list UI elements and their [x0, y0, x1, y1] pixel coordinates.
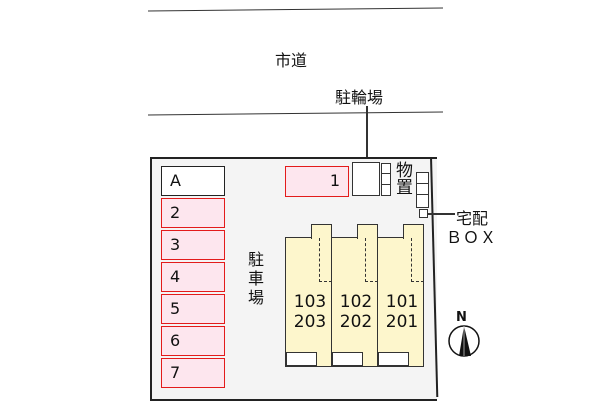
unit-102-dash	[365, 238, 378, 282]
storage-label: 物置	[396, 161, 413, 198]
unit-label-203: 203	[293, 312, 327, 332]
unit-label-102: 102	[339, 292, 373, 312]
parking-space-2: 2	[161, 198, 225, 228]
unit-label-101: 101	[385, 292, 419, 312]
delivery-box-leader	[428, 213, 455, 215]
unit-101-201	[377, 237, 424, 367]
parking-space-5: 5	[161, 294, 225, 324]
unit-label-202: 202	[339, 312, 373, 332]
unit-101-201-entry	[403, 224, 424, 239]
unit-label-103: 103	[293, 292, 327, 312]
parking-space-7: 7	[161, 358, 225, 388]
parking-space-3: 3	[161, 230, 225, 260]
unit-102-202	[331, 237, 378, 367]
road-edge-top	[148, 7, 443, 12]
bicycle-parking-leader	[366, 106, 368, 182]
unit-101-balcony	[378, 352, 409, 366]
unit-103-203-entry	[311, 224, 332, 239]
bicycle-rack	[381, 163, 391, 196]
unit-102-202-entry	[357, 224, 378, 239]
unit-102-balcony	[332, 352, 363, 366]
parking-label: 駐車場	[248, 250, 265, 307]
unit-103-balcony	[286, 352, 317, 366]
parking-space-1: 1	[285, 166, 349, 197]
road-label: 市道	[275, 51, 308, 70]
delivery-box-label-2: ＢＯＸ	[446, 228, 498, 247]
bicycle-parking-area	[352, 162, 380, 196]
road-edge-bottom	[148, 111, 443, 116]
storage-units	[416, 172, 429, 208]
delivery-box-label-1: 宅配	[456, 209, 489, 228]
unit-label-201: 201	[385, 312, 419, 332]
parking-space-4: 4	[161, 262, 225, 292]
unit-101-dash	[411, 238, 424, 282]
unit-103-203	[285, 237, 332, 367]
delivery-box	[419, 209, 428, 218]
parking-space-a: A	[161, 166, 225, 196]
parking-space-6: 6	[161, 326, 225, 356]
unit-103-dash	[319, 238, 332, 282]
bicycle-parking-label: 駐輪場	[335, 88, 384, 107]
compass-icon	[448, 325, 480, 357]
compass-north-label: N	[456, 310, 467, 325]
